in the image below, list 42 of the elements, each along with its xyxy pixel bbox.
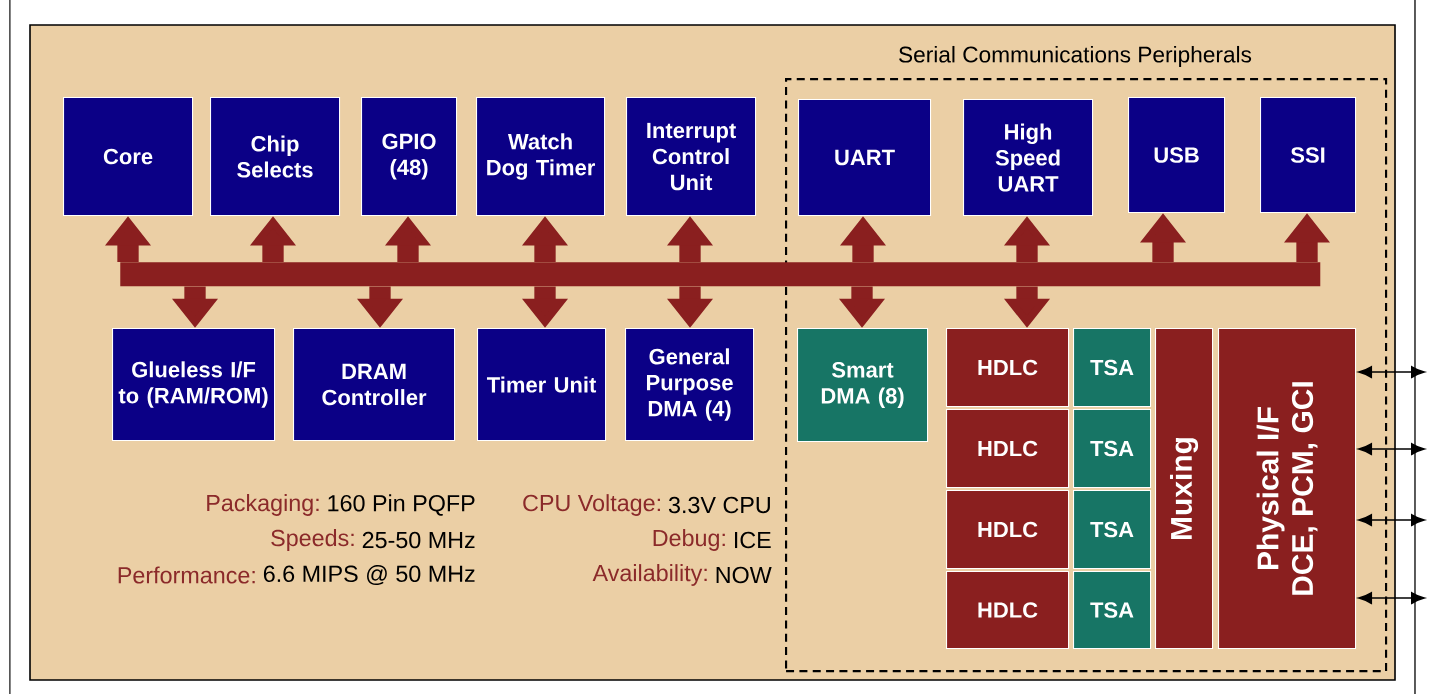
block-box: TSA bbox=[1073, 328, 1152, 408]
spec-value: 25-50 MHz bbox=[362, 531, 475, 549]
block-box: Interrupt Control Unit bbox=[626, 97, 757, 217]
signal-arrow bbox=[1358, 366, 1425, 378]
block-box: Watch Dog Timer bbox=[476, 97, 606, 217]
spec-key: Performance: bbox=[118, 566, 255, 584]
block-box: Physical I/F DCE, PCM, GCI bbox=[1218, 328, 1357, 650]
bus-bar bbox=[120, 262, 1321, 287]
block-box: HDLC bbox=[946, 328, 1070, 408]
block-box: UART bbox=[798, 99, 932, 217]
spec-key: Speeds: bbox=[271, 529, 354, 551]
block-box: GPIO (48) bbox=[361, 97, 458, 217]
block-box: SSI bbox=[1260, 97, 1357, 214]
block-box: USB bbox=[1128, 97, 1226, 214]
block-box: Timer Unit bbox=[477, 328, 607, 442]
spec-value: 160 Pin PQFP bbox=[328, 494, 475, 516]
block-box: Chip Selects bbox=[210, 97, 341, 217]
block-box: TSA bbox=[1073, 490, 1152, 570]
spec-value: 3.3V CPU bbox=[668, 496, 770, 514]
spec-value: ICE bbox=[735, 531, 771, 549]
spec-value: NOW bbox=[716, 566, 772, 584]
signal-arrow bbox=[1358, 514, 1425, 526]
group-heading: Serial Communications Peripherals bbox=[899, 45, 1252, 68]
spec-key: Packaging: bbox=[207, 494, 319, 516]
spec-key: Availability: bbox=[592, 564, 707, 586]
block-box: HDLC bbox=[946, 409, 1070, 489]
block-box: General Purpose DMA (4) bbox=[625, 328, 755, 442]
block-box: Smart DMA (8) bbox=[797, 328, 929, 443]
block-box: TSA bbox=[1073, 409, 1152, 489]
block-box: TSA bbox=[1073, 571, 1152, 650]
block-box: Core bbox=[63, 97, 194, 217]
spec-key: Debug: bbox=[653, 529, 725, 551]
signal-arrow bbox=[1358, 592, 1425, 604]
spec-value: 6.6 MIPS @ 50 MHz bbox=[263, 564, 475, 586]
block-box: Glueless I/F to (RAM/ROM) bbox=[112, 328, 276, 442]
block-box: Muxing bbox=[1155, 328, 1214, 650]
block-box: HDLC bbox=[946, 490, 1070, 570]
block-box: HDLC bbox=[946, 571, 1070, 650]
spec-key: CPU Voltage: bbox=[523, 494, 660, 516]
block-box: High Speed UART bbox=[963, 99, 1094, 217]
signal-arrow bbox=[1358, 443, 1425, 455]
block-box: DRAM Controller bbox=[293, 328, 456, 442]
